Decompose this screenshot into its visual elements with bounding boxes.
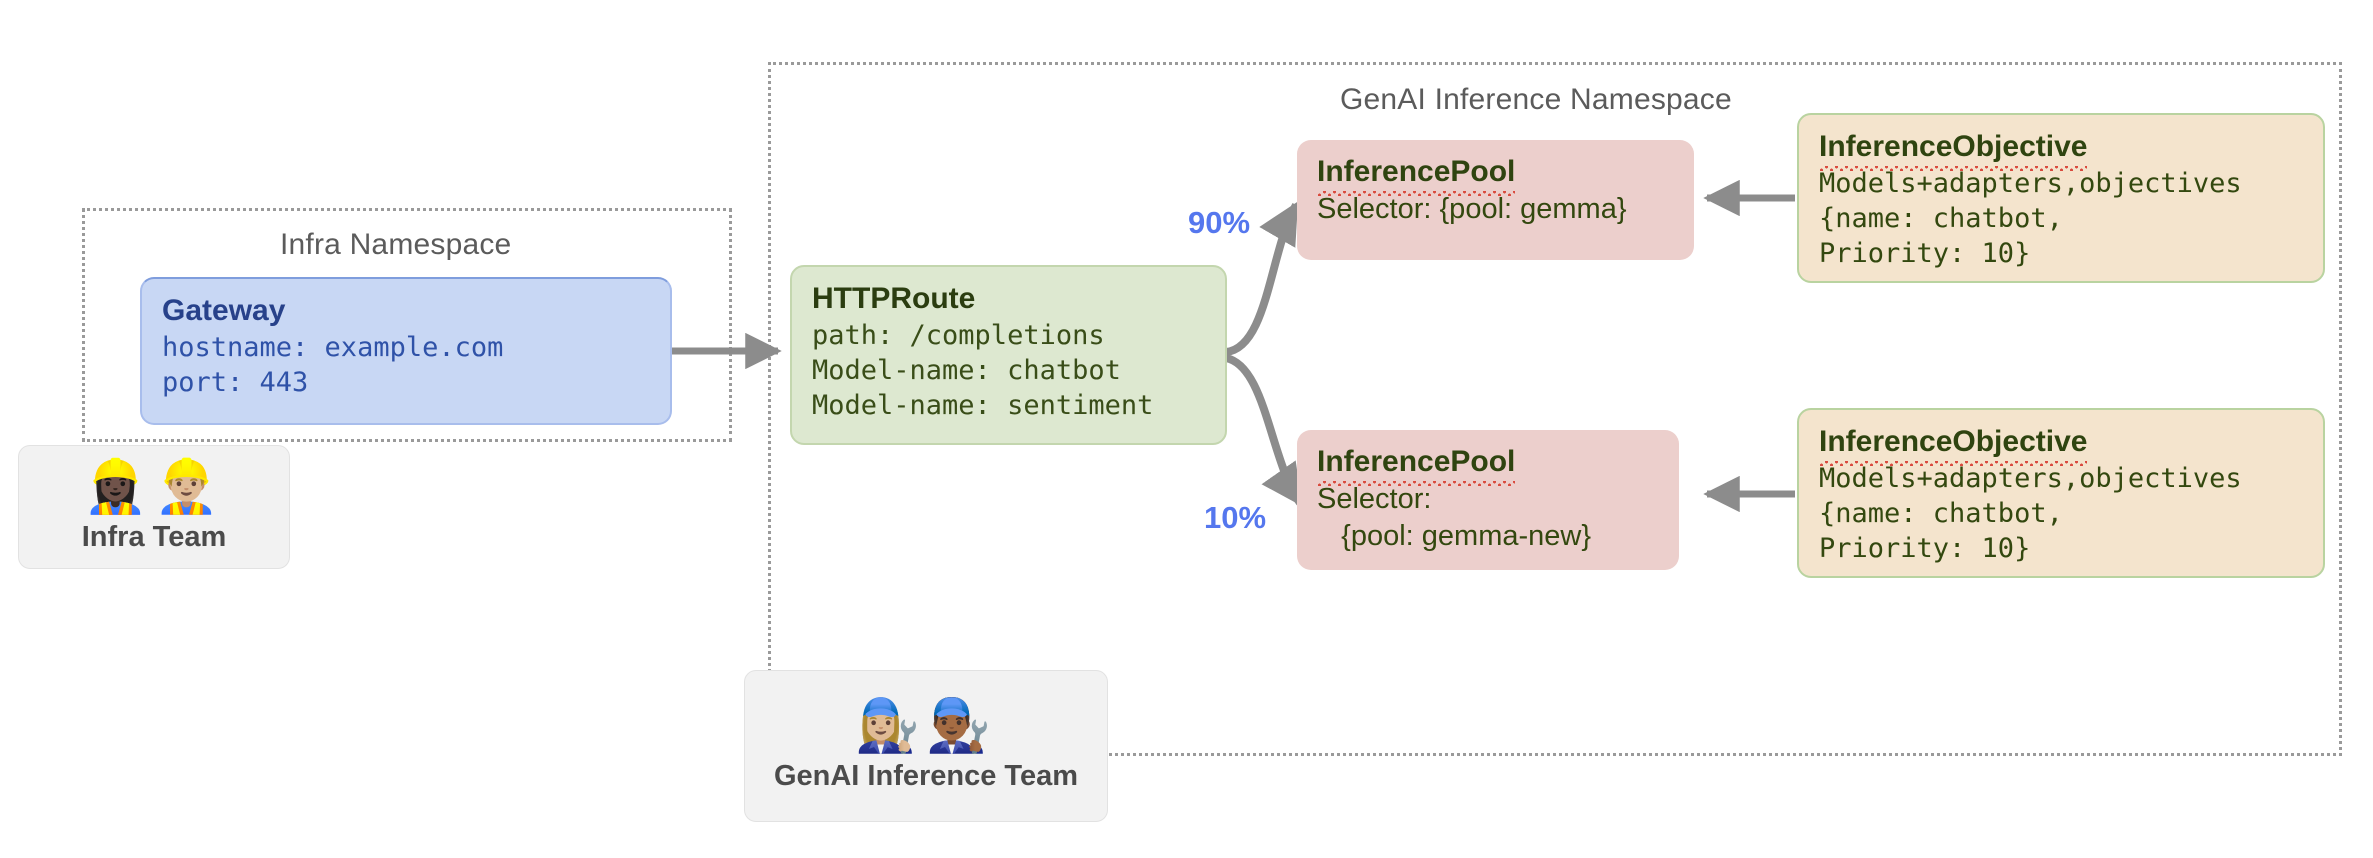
node-inferencepool-gemma[interactable]: InferencePool Selector: {pool: gemma} — [1297, 140, 1694, 260]
namespace-boundary-infra — [82, 208, 732, 442]
node-inferencepool-gemma-new-line-2: {pool: gemma-new} — [1317, 519, 1592, 552]
node-httproute[interactable]: HTTPRoute path: /completions Model-name:… — [790, 265, 1227, 445]
node-inferencepool-gemma-new-kind-text: InferencePool — [1317, 444, 1516, 486]
node-httproute-line-1: path: /completions — [812, 319, 1105, 351]
namespace-label-infra: Infra Namespace — [280, 228, 512, 261]
node-inferenceobjective-top-kind: InferenceObjective — [1819, 129, 2303, 171]
node-gateway-kind: Gateway — [162, 294, 286, 327]
node-inferenceobjective-top-line-3: Priority: 10} — [1819, 237, 2031, 269]
node-inferenceobjective-top-line-2: {name: chatbot, — [1819, 202, 2063, 234]
node-inferenceobjective-bottom-line-2: {name: chatbot, — [1819, 497, 2063, 529]
namespace-boundary-genai — [768, 62, 2342, 756]
node-inferencepool-gemma-kind: InferencePool — [1317, 154, 1674, 196]
node-httproute-line-2: Model-name: chatbot — [812, 354, 1121, 386]
edge-label-90-percent: 90% — [1188, 205, 1251, 240]
node-inferenceobjective-bottom-kind: InferenceObjective — [1819, 424, 2303, 466]
node-inferenceobjective-bottom[interactable]: InferenceObjective Models+adapters,objec… — [1797, 408, 2325, 578]
infra-team-label: Infra Team — [81, 520, 227, 553]
node-inferencepool-gemma-new-line-1: Selector: — [1317, 482, 1432, 515]
node-gateway-line-1: hostname: example.com — [162, 331, 504, 363]
team-badge-genai[interactable]: 👩🏼‍🔧👨🏾‍🔧 GenAI Inference Team — [744, 670, 1108, 822]
node-httproute-kind: HTTPRoute — [812, 282, 976, 315]
node-inferencepool-gemma-new[interactable]: InferencePool Selector: {pool: gemma-new… — [1297, 430, 1679, 570]
node-gateway-line-2: port: 443 — [162, 366, 309, 398]
node-inferenceobjective-top-line-1: Models+adapters,objectives — [1819, 167, 2242, 199]
node-httproute-line-3: Model-name: sentiment — [812, 389, 1154, 421]
node-inferenceobjective-bottom-line-3: Priority: 10} — [1819, 532, 2031, 564]
node-inferenceobjective-top[interactable]: InferenceObjective Models+adapters,objec… — [1797, 113, 2325, 283]
node-inferenceobjective-bottom-line-1: Models+adapters,objectives — [1819, 462, 2242, 494]
genai-team-label: GenAI Inference Team — [773, 759, 1079, 792]
namespace-label-genai: GenAI Inference Namespace — [1340, 83, 1732, 116]
node-inferencepool-gemma-kind-text: InferencePool — [1317, 154, 1516, 196]
node-inferenceobjective-top-kind-text: InferenceObjective — [1819, 129, 2088, 171]
genai-team-emoji: 👩🏼‍🔧👨🏾‍🔧 — [855, 695, 997, 756]
team-badge-infra[interactable]: 👷🏿‍♀️👷🏼‍♂️ Infra Team — [18, 445, 290, 569]
infra-team-emoji: 👷🏿‍♀️👷🏼‍♂️ — [83, 456, 225, 517]
node-inferenceobjective-bottom-kind-text: InferenceObjective — [1819, 424, 2088, 466]
node-inferencepool-gemma-new-kind: InferencePool — [1317, 444, 1659, 486]
node-gateway[interactable]: Gateway hostname: example.com port: 443 — [140, 277, 672, 425]
edge-label-10-percent: 10% — [1204, 500, 1267, 535]
node-inferencepool-gemma-line-1: Selector: {pool: gemma} — [1317, 192, 1627, 225]
